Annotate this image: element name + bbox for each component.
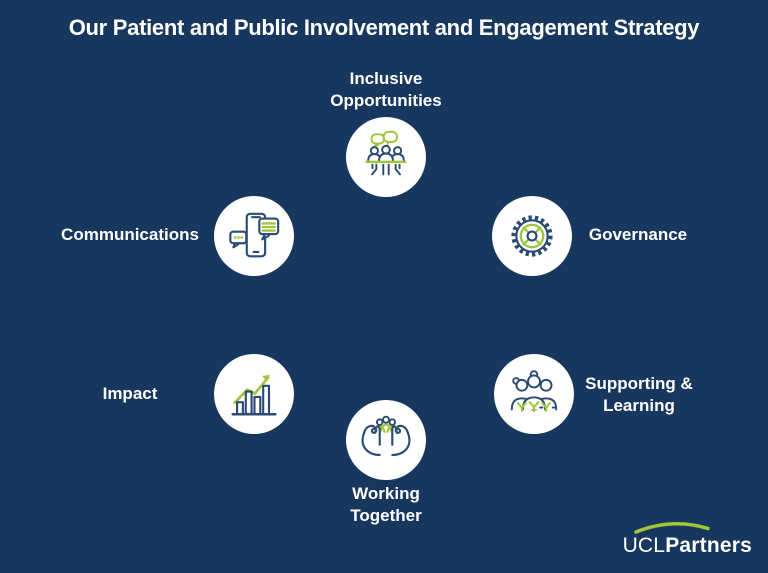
label-supporting-learning: Supporting & Learning (585, 374, 693, 415)
node-communications (214, 196, 294, 276)
page-title: Our Patient and Public Involvement and E… (68, 15, 700, 40)
gear-icon (511, 215, 553, 257)
logo-arc-icon (633, 521, 710, 534)
node-supporting-learning (494, 354, 574, 434)
node-working-together (346, 400, 426, 480)
label-communications: Communications (61, 225, 199, 244)
logo-partners: Partners (665, 534, 752, 557)
node-inclusive-opportunities (346, 117, 426, 197)
node-impact (214, 354, 294, 434)
label-impact: Impact (102, 384, 158, 403)
phone-chat-icon (229, 212, 280, 258)
people-at-table-icon (365, 130, 407, 176)
hands-holding-people-icon (361, 415, 411, 457)
logo-text: UCLPartners (623, 534, 752, 558)
people-lanyards-icon (510, 370, 558, 413)
bar-chart-arrow-icon (231, 374, 277, 416)
label-working-together: Working Together (350, 484, 422, 525)
label-inclusive-opportunities: Inclusive Opportunities (330, 69, 442, 110)
uclpartners-logo: UCLPartners (623, 521, 752, 558)
logo-ucl: UCL (622, 534, 666, 557)
label-governance: Governance (588, 225, 688, 244)
node-governance (492, 196, 572, 276)
